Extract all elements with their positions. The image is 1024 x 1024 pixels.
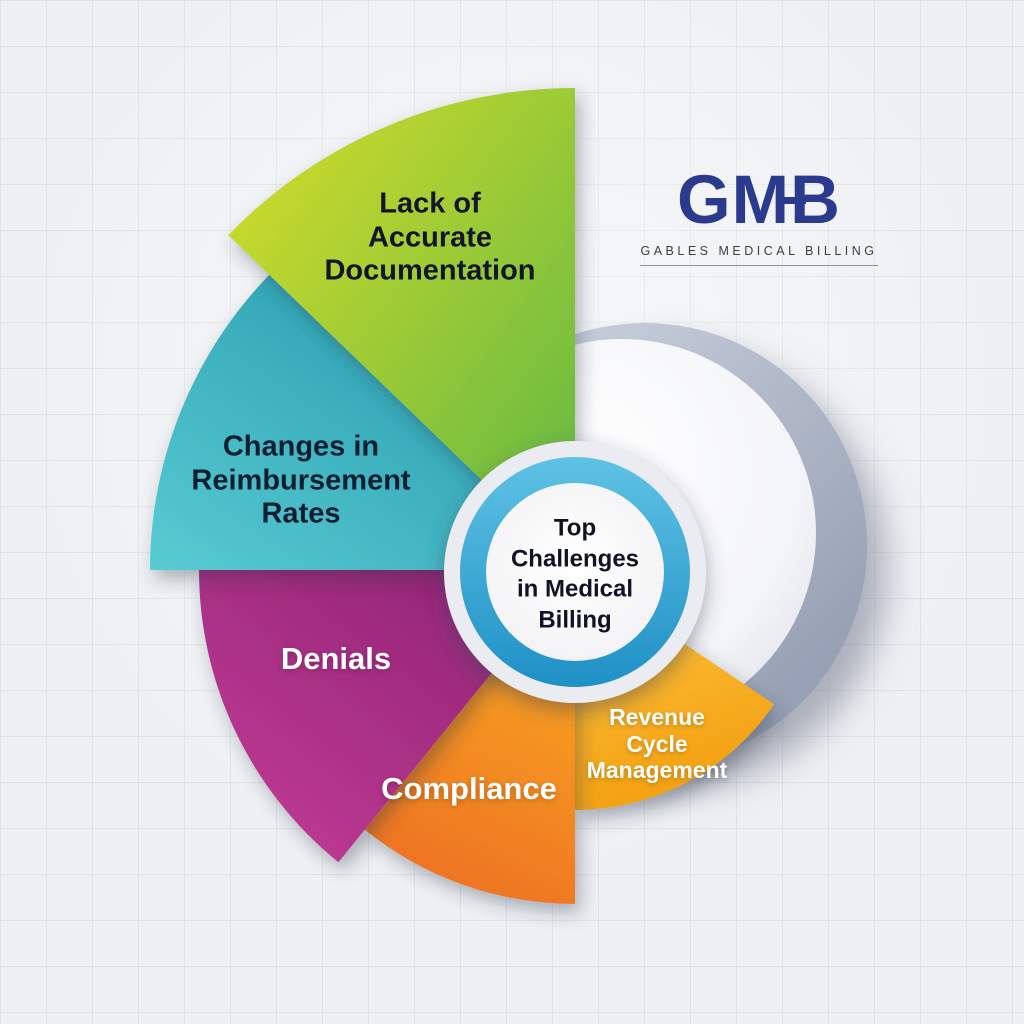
badge-white-disc bbox=[486, 483, 664, 661]
center-badge bbox=[444, 441, 706, 703]
segment-documentation bbox=[228, 88, 576, 570]
logo-text: GMB bbox=[640, 165, 878, 234]
logo-letters: GMB bbox=[677, 161, 841, 238]
logo-tagline: GABLES MEDICAL BILLING bbox=[640, 244, 878, 266]
logo-crossbar bbox=[780, 197, 806, 204]
company-logo: GMB GABLES MEDICAL BILLING bbox=[640, 165, 878, 266]
